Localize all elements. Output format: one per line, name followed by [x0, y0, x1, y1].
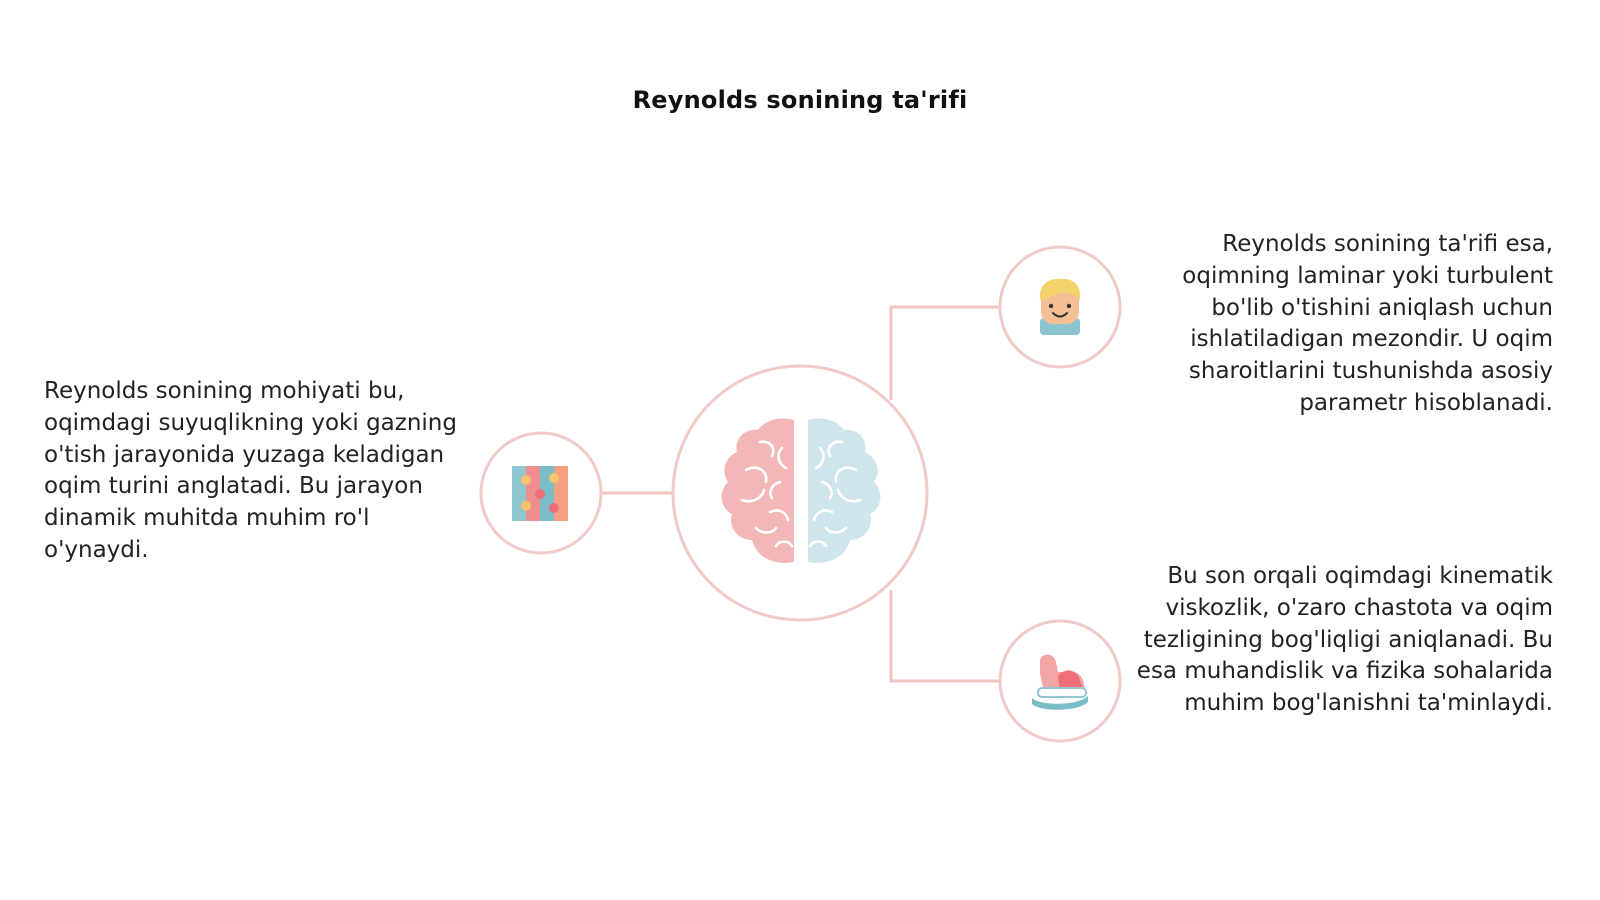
- connector-top-right: [889, 305, 999, 400]
- page-title: Reynolds sonining ta'rifi: [632, 86, 968, 114]
- text-bottom-right: Bu son orqali oqimdagi kinematik viskozl…: [1136, 563, 1553, 717]
- center-node: [671, 364, 929, 622]
- top-right-node: [998, 245, 1122, 369]
- child-face-icon: [1039, 278, 1081, 335]
- text-top-right: Reynolds sonining ta'rifi esa, oqimning …: [1182, 231, 1553, 416]
- puzzle-icon: [512, 466, 568, 521]
- connectors: [600, 305, 999, 683]
- center-ring: [671, 364, 929, 622]
- bottom-right-node: [998, 619, 1122, 743]
- connector-bottom-right: [889, 590, 999, 683]
- brain-icon: [721, 418, 881, 563]
- text-left: Reynolds sonining mohiyati bu, oqimdagi …: [44, 378, 457, 563]
- toy-horse-icon: [1032, 654, 1088, 710]
- left-node: [479, 431, 603, 555]
